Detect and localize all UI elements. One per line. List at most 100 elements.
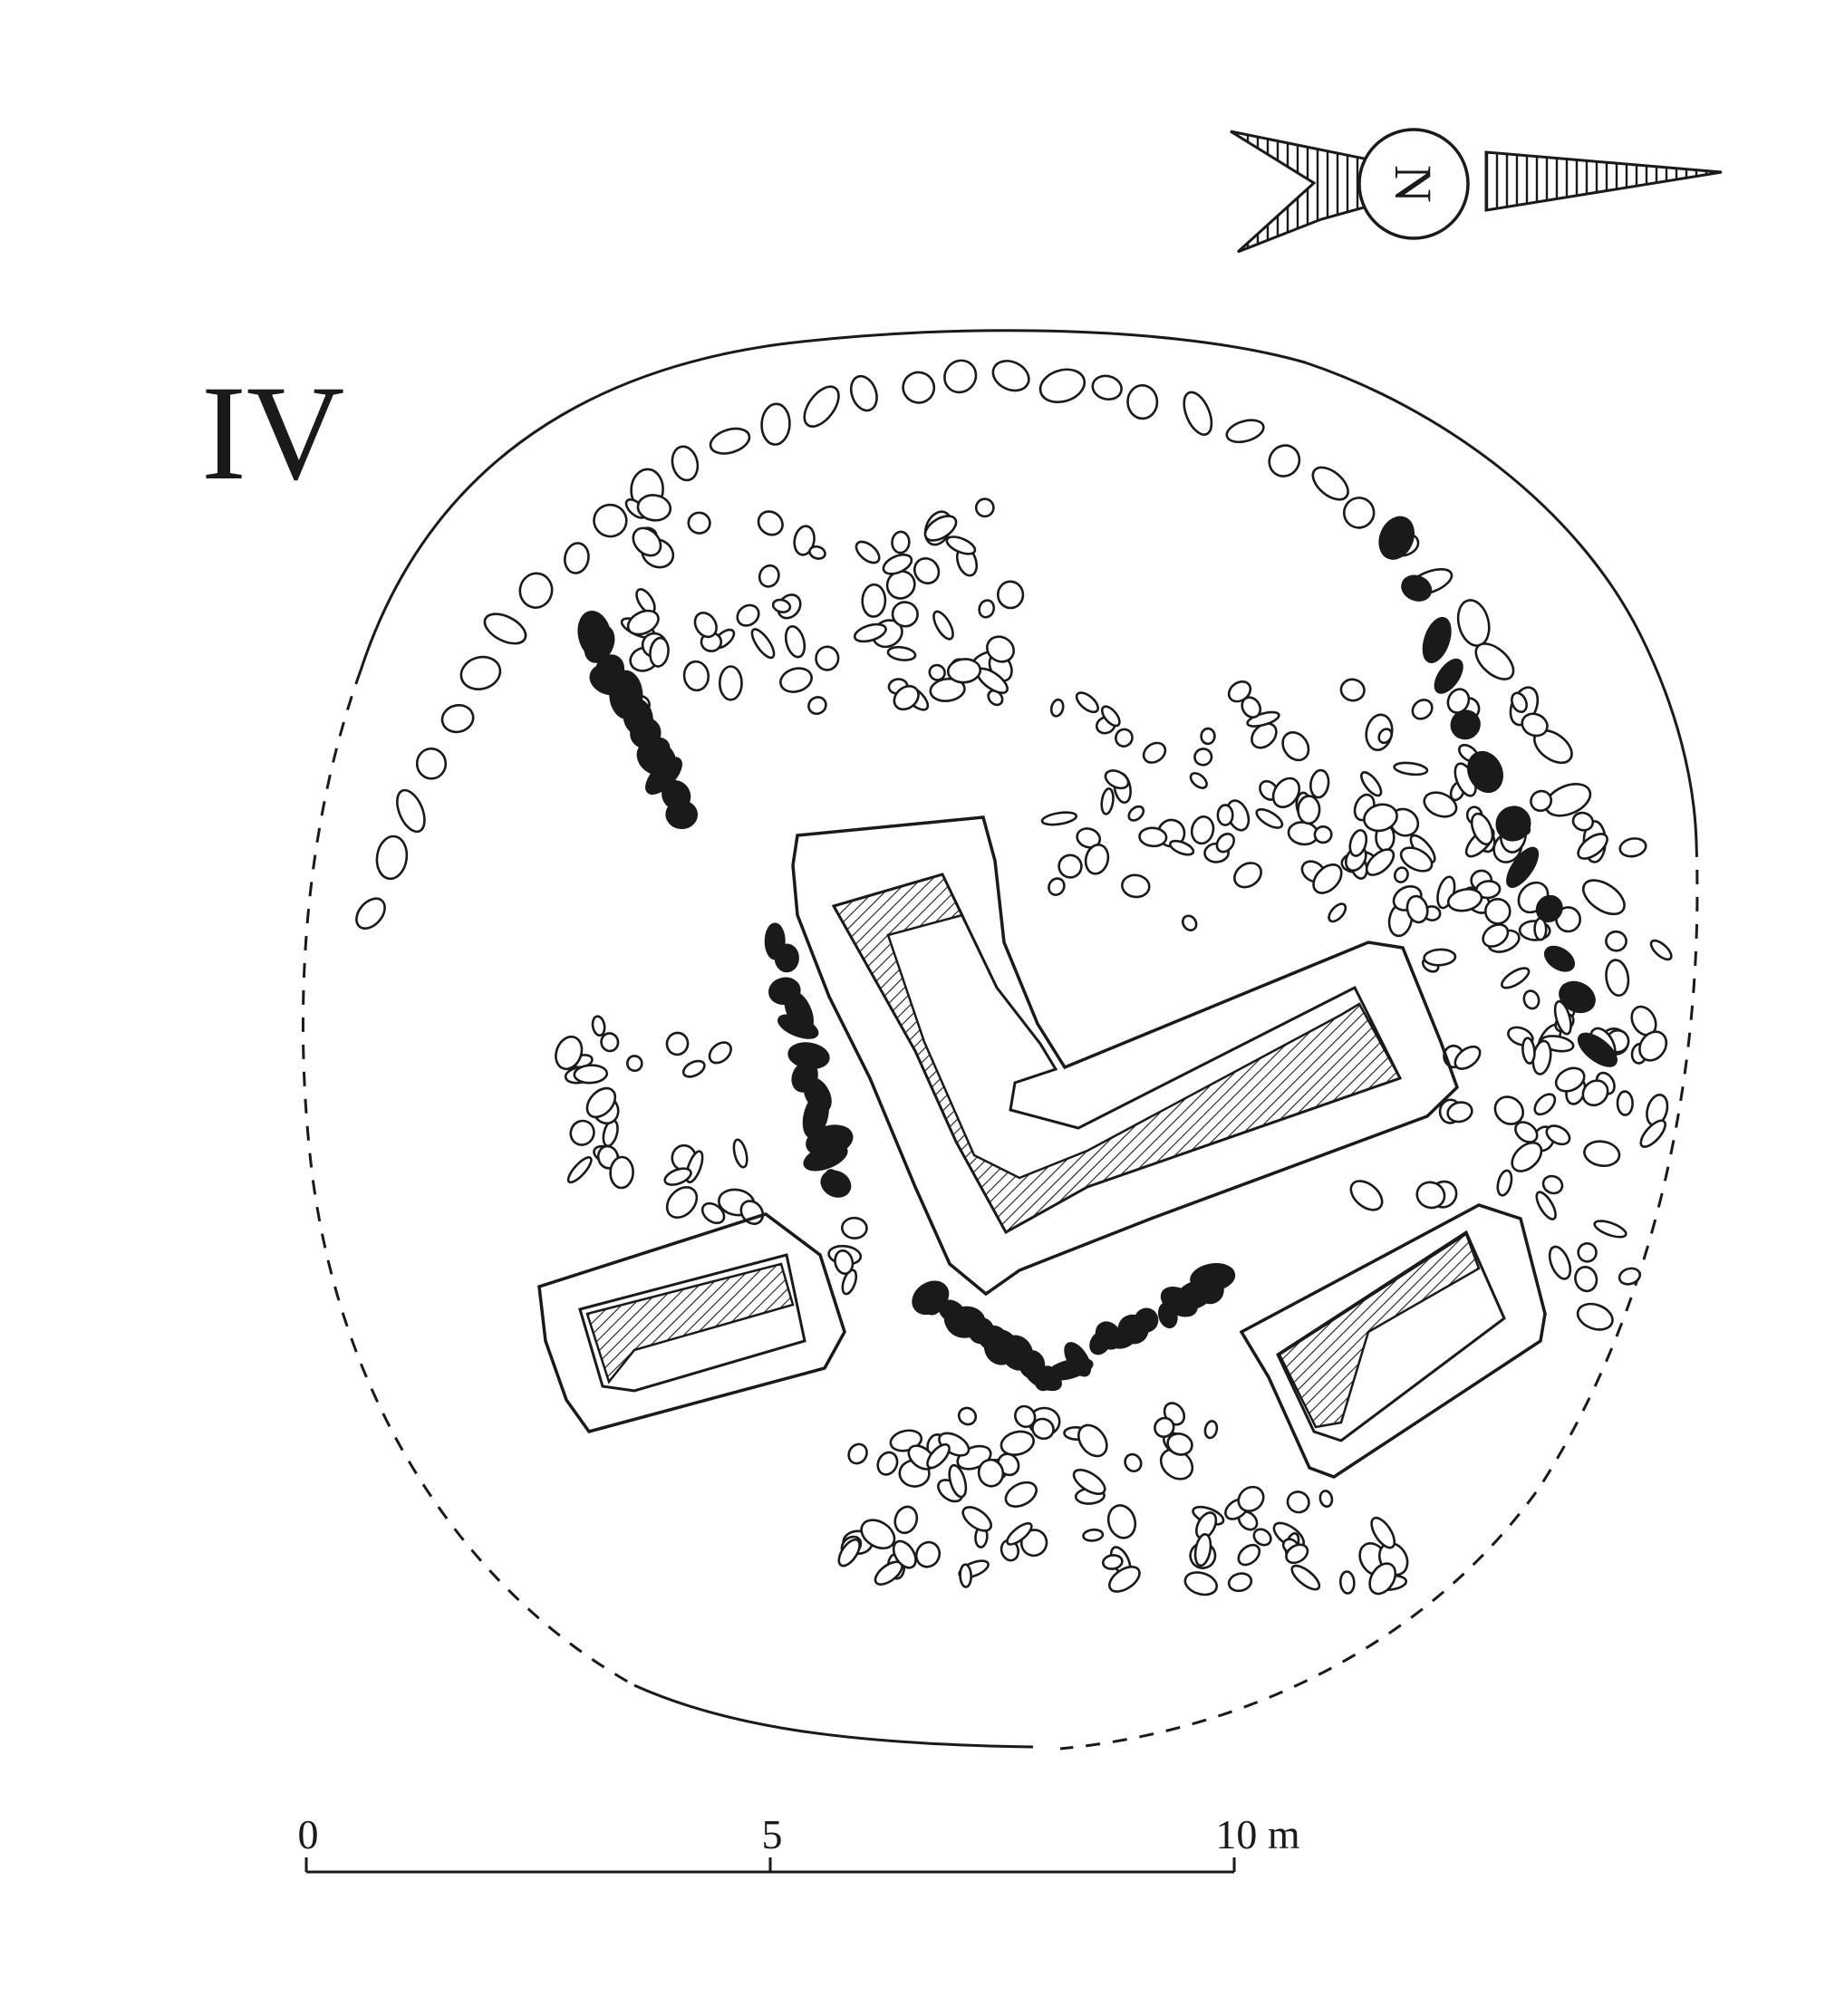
- stone: [440, 704, 475, 734]
- stone: [1040, 811, 1078, 826]
- stone: [815, 645, 840, 671]
- stone: [1511, 691, 1528, 714]
- stone: [1082, 1529, 1105, 1542]
- stone: [1183, 391, 1213, 436]
- stone: [1446, 1101, 1473, 1124]
- stone: [732, 1138, 748, 1169]
- dark-stone: [1378, 516, 1415, 560]
- stone: [1423, 948, 1457, 967]
- dark-stone: [1577, 1032, 1618, 1067]
- stone: [632, 526, 662, 557]
- stone: [709, 427, 751, 455]
- enclosure-outline: [301, 329, 1699, 1751]
- stone: [1360, 771, 1383, 797]
- stone: [914, 1540, 942, 1568]
- stone: [649, 636, 670, 668]
- stone: [1456, 599, 1491, 647]
- stone: [1530, 789, 1553, 813]
- stone: [1470, 812, 1494, 846]
- stone: [1446, 688, 1471, 714]
- stone: [1618, 1267, 1641, 1286]
- stone: [1038, 368, 1087, 404]
- stone: [807, 696, 827, 716]
- north-arrow-icon: N: [1230, 128, 1723, 254]
- stone: [518, 572, 554, 609]
- dark-stone: [1450, 709, 1481, 740]
- stone: [1121, 873, 1151, 899]
- stone: [948, 1463, 968, 1499]
- stone: [483, 613, 527, 645]
- stone: [1522, 989, 1540, 1010]
- stone: [1639, 1119, 1666, 1148]
- stone: [355, 897, 386, 930]
- dark-standing-stones: [577, 516, 1618, 1392]
- stone: [1377, 728, 1393, 745]
- stone: [1363, 803, 1398, 833]
- dark-stone: [774, 943, 799, 973]
- stone: [1553, 999, 1572, 1036]
- stone: [625, 1055, 643, 1073]
- stone: [837, 1538, 861, 1567]
- stone: [991, 360, 1030, 392]
- stone: [1482, 923, 1510, 948]
- stone: [693, 612, 718, 639]
- stone: [1446, 888, 1483, 912]
- stone: [1405, 894, 1429, 924]
- dark-stone: [1190, 1263, 1236, 1292]
- stone: [757, 510, 784, 536]
- stone: [1268, 444, 1301, 477]
- stone: [1290, 1564, 1321, 1591]
- stone: [1297, 795, 1321, 825]
- stone: [1215, 832, 1235, 854]
- stone: [1216, 804, 1234, 826]
- stone: [882, 553, 913, 575]
- dark-stone: [665, 799, 698, 830]
- stone: [1251, 722, 1278, 749]
- stone: [1342, 497, 1376, 529]
- stone: [1474, 642, 1515, 680]
- stone: [1233, 862, 1262, 889]
- stone: [396, 788, 426, 834]
- stone: [932, 610, 954, 641]
- stone: [1077, 1423, 1108, 1458]
- stone: [682, 660, 710, 692]
- stone: [375, 834, 409, 881]
- stone: [1225, 419, 1265, 444]
- stone: [1581, 1079, 1609, 1107]
- dark-stone: [777, 1014, 819, 1039]
- stone: [1541, 1174, 1564, 1195]
- stone: [974, 497, 995, 518]
- stone: [771, 598, 792, 613]
- stone: [687, 511, 711, 535]
- stone: [1338, 1570, 1356, 1595]
- stone: [750, 628, 776, 660]
- stone: [1014, 1404, 1037, 1429]
- stone: [1100, 705, 1121, 728]
- stone: [626, 609, 660, 636]
- dark-stone: [1064, 1342, 1092, 1377]
- stone: [847, 1442, 868, 1465]
- stone: [853, 622, 887, 643]
- stone: [1189, 772, 1208, 789]
- stone: [1348, 828, 1368, 857]
- central-structure: [791, 815, 1460, 1297]
- stone: [1583, 1140, 1621, 1167]
- stone: [1312, 863, 1343, 894]
- stone: [1313, 825, 1333, 844]
- stone: [1309, 768, 1330, 799]
- stone: [943, 359, 978, 394]
- stone: [1365, 848, 1396, 876]
- stone: [1411, 699, 1434, 720]
- stone: [1072, 1469, 1106, 1495]
- dark-stone: [1506, 846, 1540, 888]
- stone: [986, 635, 1015, 663]
- stone: [1127, 805, 1145, 822]
- stone: [1281, 731, 1310, 762]
- stone: [1496, 1169, 1513, 1197]
- stone: [708, 1041, 732, 1065]
- stone: [636, 494, 672, 522]
- dark-stone: [584, 624, 615, 663]
- stone: [1100, 787, 1115, 815]
- stone: [779, 667, 813, 693]
